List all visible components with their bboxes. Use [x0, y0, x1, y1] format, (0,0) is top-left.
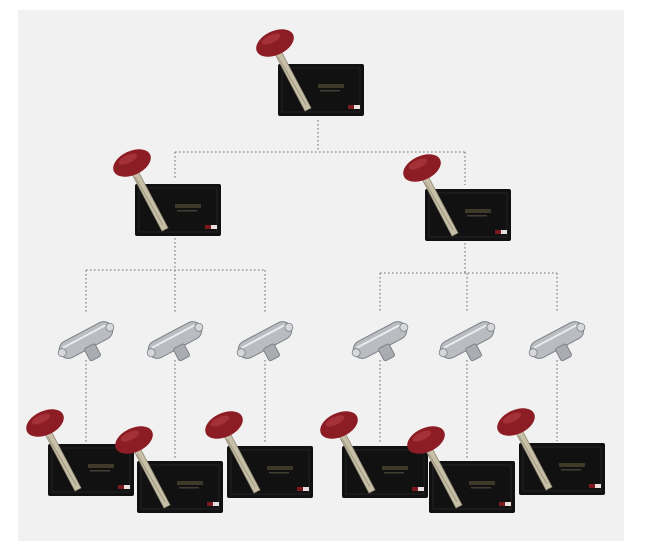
lock-cylinder [438, 321, 496, 362]
key-card [320, 411, 428, 498]
diagram-canvas [26, 29, 605, 513]
key-head-icon [256, 29, 294, 57]
key-card [205, 411, 313, 498]
key-head-icon [113, 149, 151, 177]
key-head-icon [205, 411, 243, 439]
sub-master-key-card [403, 154, 511, 241]
key-head-icon [320, 411, 358, 439]
lock-cylinder [528, 321, 586, 362]
lock-cylinder [236, 321, 294, 362]
key-hierarchy-diagram [18, 10, 624, 541]
lock-cylinder [351, 321, 409, 362]
key-head-icon [407, 426, 445, 454]
key-card [26, 409, 134, 496]
key-head-icon [26, 409, 64, 437]
key-card [407, 426, 515, 513]
key-card [497, 408, 605, 495]
key-head-icon [115, 426, 153, 454]
key-head-icon [403, 154, 441, 182]
key-card [115, 426, 223, 513]
lock-cylinder [57, 321, 115, 362]
key-head-icon [497, 408, 535, 436]
lock-cylinder [146, 321, 204, 362]
master-key-card [256, 29, 364, 116]
sub-master-key-card [113, 149, 221, 236]
